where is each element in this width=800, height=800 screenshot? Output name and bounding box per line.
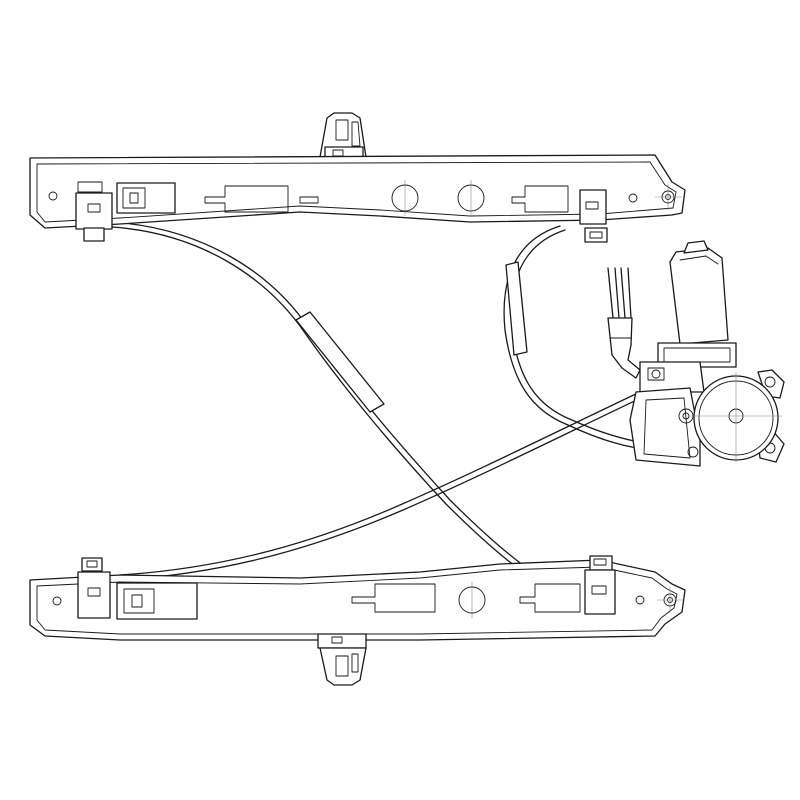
upper-left-clip bbox=[75, 192, 113, 230]
upper-guide-rail bbox=[29, 112, 686, 243]
cable-sleeve bbox=[295, 311, 385, 413]
cable-lower-left-to-motor bbox=[119, 391, 644, 581]
cable-upper-right-to-motor bbox=[503, 225, 653, 451]
cable-sleeve-right bbox=[505, 261, 528, 356]
upper-top-clip bbox=[319, 112, 367, 160]
motor-wire-leads bbox=[607, 267, 641, 379]
lower-right-clip bbox=[584, 569, 616, 615]
lower-left-clip bbox=[77, 571, 111, 619]
electric-motor bbox=[607, 240, 785, 467]
lower-guide-rail bbox=[29, 555, 686, 686]
motor-can bbox=[669, 247, 729, 345]
upper-right-clip bbox=[579, 189, 607, 225]
cables bbox=[111, 221, 653, 585]
lower-bottom-clip bbox=[317, 633, 367, 686]
cable-upper-left-to-lower-right bbox=[111, 221, 546, 585]
